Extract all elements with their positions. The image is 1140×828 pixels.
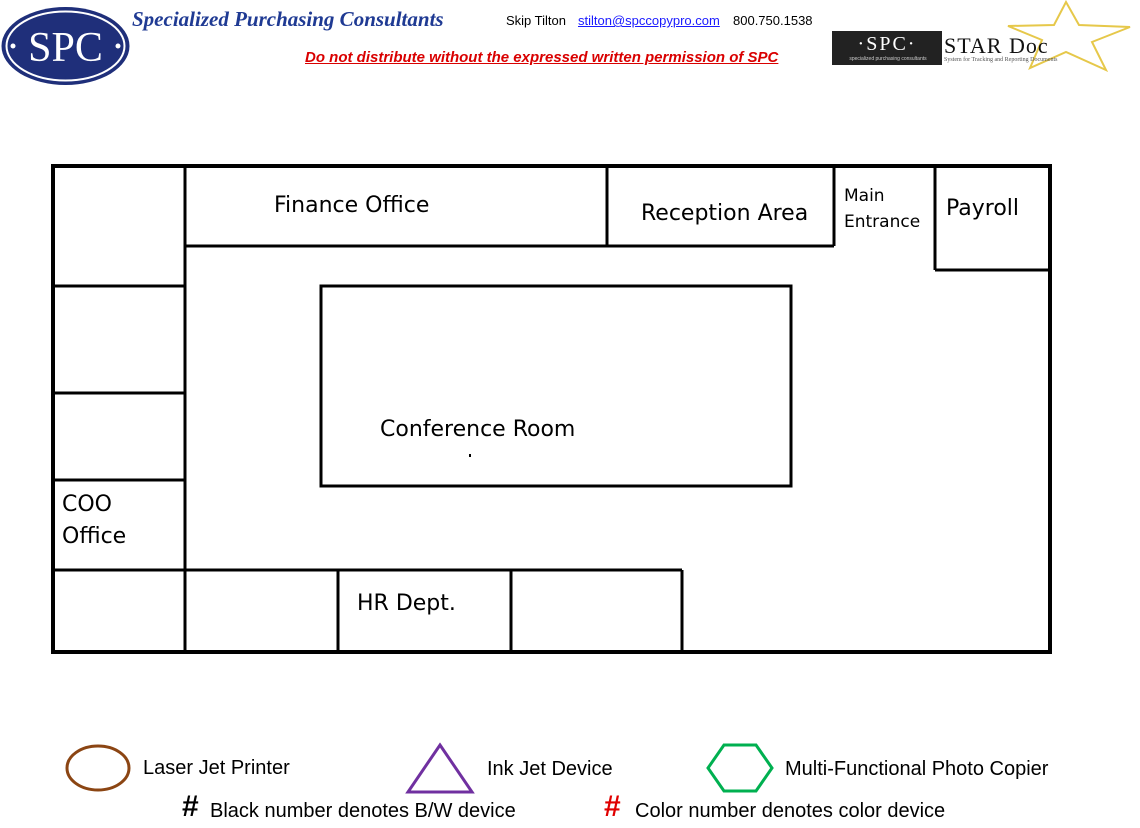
outer-wall	[51, 164, 1052, 654]
stardoc-title: STAR Doc	[944, 33, 1049, 58]
stardoc-badge-text: ·SPC·	[857, 33, 917, 55]
legend-note-color: Color number denotes color device	[635, 800, 946, 822]
room-label-conference: Conference Room	[380, 417, 576, 442]
room-label-payroll: Payroll	[946, 196, 1020, 221]
contact-name: Skip Tilton	[506, 13, 566, 28]
red-hash-symbol: #	[604, 790, 621, 823]
legend-label-mfp: Multi-Functional Photo Copier	[785, 758, 1049, 780]
room-label-main-entrance-line1: Main	[844, 186, 885, 206]
room-label-main-entrance-line2: Entrance	[844, 212, 921, 232]
legend-label-inkjet: Ink Jet Device	[487, 758, 613, 780]
distribution-warning: Do not distribute without the expressed …	[305, 49, 779, 66]
ink-jet-triangle-icon	[405, 742, 475, 794]
black-hash-symbol: #	[182, 790, 199, 823]
room-label-coo-line1: COO	[62, 492, 112, 517]
contact-email-link[interactable]: stilton@spccopypro.com	[578, 13, 720, 28]
room-label-finance: Finance Office	[274, 193, 430, 218]
room-label-hr: HR Dept.	[357, 591, 456, 616]
company-name: Specialized Purchasing Consultants	[132, 7, 444, 31]
legend-symbols	[65, 742, 774, 794]
contact-phone: 800.750.1538	[733, 13, 813, 28]
conference-mark	[469, 454, 471, 457]
laser-printer-icon	[65, 744, 131, 792]
spc-logo-text: SPC	[28, 25, 103, 71]
room-label-coo-line2: Office	[62, 524, 127, 549]
room-label-reception: Reception Area	[641, 201, 809, 226]
mfp-hexagon-icon	[706, 743, 774, 793]
stardoc-logo-graphic	[1007, 0, 1131, 72]
stardoc-badge-subtext: specialized purchasing consultants	[849, 56, 927, 62]
conference-room	[319, 284, 793, 488]
stardoc-subtitle: System for Tracking and Reporting Docume…	[944, 57, 1058, 63]
spc-logo: SPC	[1, 7, 130, 85]
stardoc-badge	[832, 31, 942, 65]
legend-note-bw: Black number denotes B/W device	[210, 800, 516, 822]
legend-label-laser: Laser Jet Printer	[143, 757, 290, 779]
